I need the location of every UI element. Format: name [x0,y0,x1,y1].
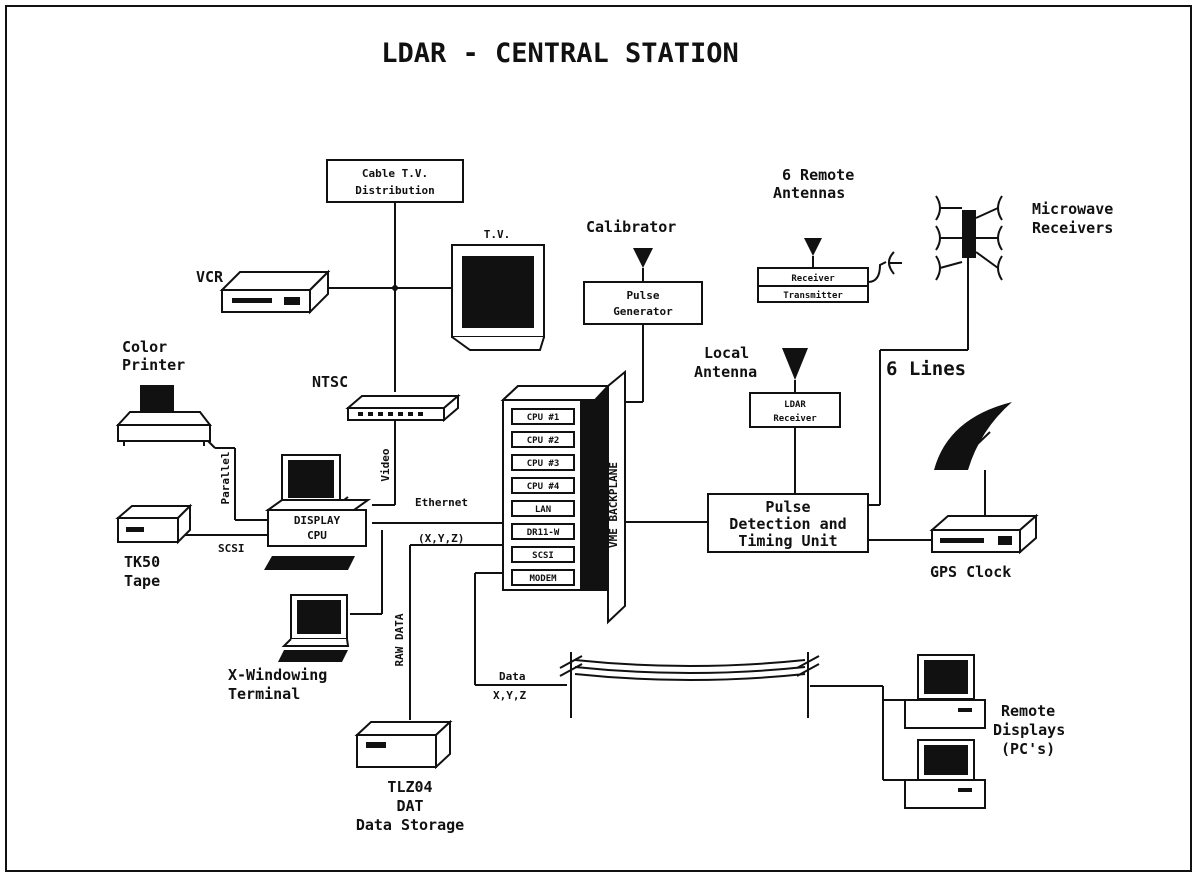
data-xyz-label: X,Y,Z [493,689,526,702]
rack-slot-label: CPU #4 [527,482,560,492]
rack-slot-label: CPU #1 [527,413,560,423]
svg-text:VCR: VCR [196,268,224,286]
rack-slot [511,500,575,517]
svg-text:Data Storage: Data Storage [356,816,464,834]
svg-text:Calibrator: Calibrator [586,218,676,236]
svg-text:Local: Local [704,344,749,362]
local-antenna: Local Antenna [694,344,808,381]
svg-text:Transmitter: Transmitter [783,290,843,301]
data-link-label: Data [499,670,526,683]
svg-text:Antenna: Antenna [694,363,757,381]
diagram-frame [5,5,1192,872]
diagram-title: LDAR - CENTRAL STATION [381,38,739,69]
svg-text:Remote: Remote [1001,702,1055,720]
microwave-receivers: Microwave Receivers [935,195,1113,281]
svg-text:TK50: TK50 [124,553,160,571]
connection-lines [178,200,986,781]
video-link-label: Video [379,448,392,481]
svg-text:TLZ04: TLZ04 [387,778,432,796]
gps-clock: GPS Clock [929,402,1039,581]
svg-text:GPS Clock: GPS Clock [930,563,1011,581]
svg-text:CPU: CPU [307,529,327,542]
svg-text:DAT: DAT [396,797,423,815]
vme-rack: CPU #1 CPU #2 CPU #3 CPU #4 LAN DR11-W SCSI MOD… [500,369,626,625]
svg-text:Microwave: Microwave [1032,200,1113,218]
svg-text:LDAR: LDAR [784,400,806,410]
rack-slot-label: CPU #3 [527,459,560,469]
rack-slot [511,546,575,563]
rack-slot [511,431,575,448]
svg-text:Pulse: Pulse [626,289,659,302]
vme-backplane-label: VME BACKPLANE [607,462,620,548]
tk50-tape: TK50 Tape [115,503,193,590]
rack-slot-label: MODEM [529,574,557,584]
raw-data-link-label: RAW DATA [393,613,406,666]
ethernet-link-label: Ethernet [415,496,468,509]
svg-text:T.V.: T.V. [484,228,511,241]
svg-text:Terminal: Terminal [228,685,300,703]
data-transmission-poles [559,652,820,718]
rack-slot [511,569,575,586]
ntsc-encoder: NTSC [312,373,461,423]
svg-text:6 Remote: 6 Remote [782,166,854,184]
calibrator: Calibrator [586,218,676,268]
svg-text:Timing Unit: Timing Unit [738,532,837,550]
rack-slot [511,454,575,471]
svg-text:Cable T.V.: Cable T.V. [362,167,428,180]
display-cpu: DISPLAY CPU [264,454,372,570]
svg-text:NTSC: NTSC [312,373,348,391]
ldar-receiver: LDAR Receiver [749,392,841,428]
svg-text:Receiver: Receiver [791,273,835,284]
ethernet-xyz-label: (X,Y,Z) [418,532,464,545]
svg-text:Pulse: Pulse [765,498,810,516]
color-printer: Color Printer [115,338,213,446]
rack-slot [511,477,575,494]
rack-slot [511,408,575,425]
rack-slot [511,523,575,540]
svg-text:Distribution: Distribution [355,184,434,197]
pulse-detection-timing-unit: Pulse Detection and Timing Unit [707,493,869,553]
cable-tv-distribution: Cable T.V. Distribution [326,159,464,203]
svg-text:Displays: Displays [993,721,1065,739]
svg-text:(PC's): (PC's) [1001,740,1055,758]
vcr: VCR [196,268,331,315]
six-lines-label: 6 Lines [886,358,966,380]
x-windowing-terminal: X-Windowing Terminal [228,594,350,703]
tlz04-dat-storage: TLZ04 DAT Data Storage [354,719,464,834]
svg-text:Color: Color [122,338,167,356]
scsi-link-label: SCSI [218,542,245,555]
pulse-generator: Pulse Generator [583,281,703,325]
svg-text:Antennas: Antennas [773,184,845,202]
rack-slot-label: DR11-W [527,528,560,538]
svg-text:Generator: Generator [613,305,673,318]
svg-text:Tape: Tape [124,572,160,590]
parallel-link-label: Parallel [219,452,232,505]
svg-text:Receiver: Receiver [773,413,817,424]
svg-text:Printer: Printer [122,356,185,374]
remote-displays: Remote Displays (PC's) [904,654,1065,809]
svg-text:X-Windowing: X-Windowing [228,666,327,684]
svg-text:Receivers: Receivers [1032,219,1113,237]
rack-slot-label: CPU #2 [527,436,560,446]
rack-slot-label: SCSI [532,551,554,561]
rack-slot-label: LAN [535,505,551,515]
svg-text:Detection and: Detection and [729,515,846,533]
tv-monitor: T.V. [451,228,545,351]
remote-antennas: 6 Remote Antennas Receiver Transmitter [757,166,902,303]
svg-text:DISPLAY: DISPLAY [294,514,341,527]
